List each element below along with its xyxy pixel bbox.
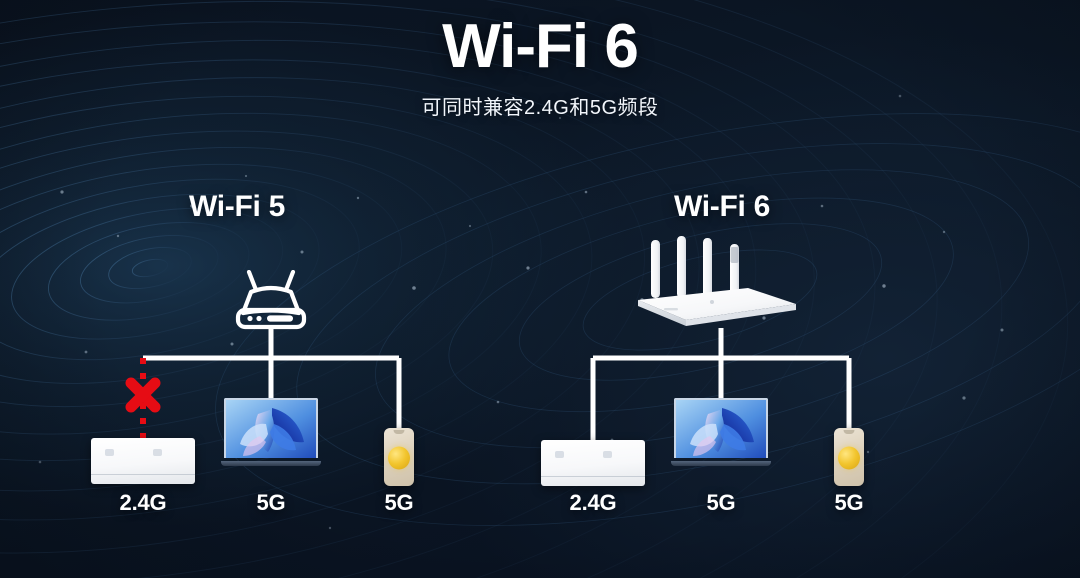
caption-wifi6-device-2: 5G <box>834 490 864 515</box>
device-smartphone <box>834 428 864 486</box>
panel-wifi6: Wi-Fi 6 <box>525 190 945 540</box>
poster-header: Wi-Fi 6 可同时兼容2.4G和5G频段 <box>0 14 1080 120</box>
page-subtitle: 可同时兼容2.4G和5G频段 <box>421 97 659 120</box>
caption-wifi6-device-0: 2.4G <box>569 490 617 515</box>
device-air-conditioner <box>91 438 195 484</box>
caption-wifi5-device-0: 2.4G <box>119 490 167 515</box>
device-smartphone <box>384 428 414 486</box>
laptop-wallpaper <box>676 400 766 458</box>
device-laptop <box>221 398 321 466</box>
device-laptop <box>671 398 771 466</box>
page-title: Wi-Fi 6 <box>442 12 639 81</box>
device-air-conditioner <box>541 440 645 486</box>
wifi5-connector-tree <box>125 328 402 438</box>
caption-wifi5-device-1: 5G <box>256 490 286 515</box>
caption-wifi5-device-2: 5G <box>384 490 414 515</box>
panel-wifi5: Wi-Fi 5 <box>75 190 495 540</box>
wifi6-connector-tree <box>590 328 852 440</box>
laptop-wallpaper <box>226 400 316 458</box>
caption-wifi6-device-1: 5G <box>706 490 736 515</box>
